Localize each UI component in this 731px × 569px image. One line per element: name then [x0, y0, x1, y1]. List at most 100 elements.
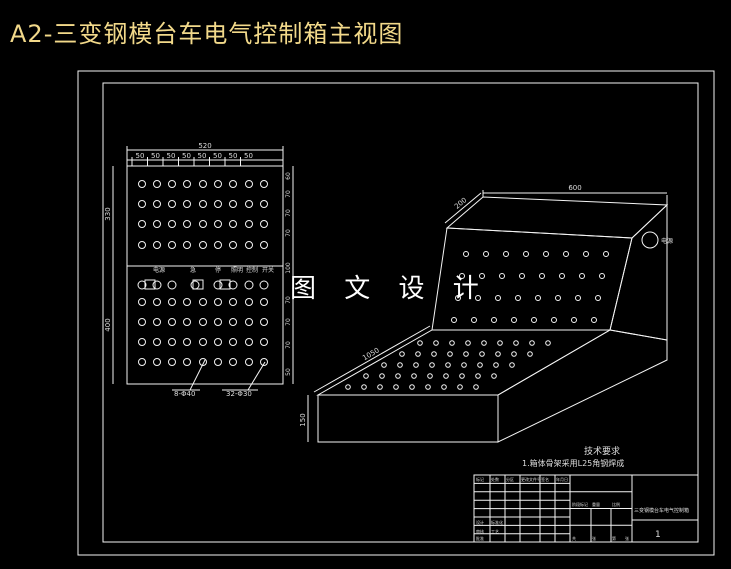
switch-hole [137, 280, 147, 290]
title-block-cell: 年月日 [556, 476, 568, 482]
iso-hole [363, 373, 369, 379]
title-block-cell: 批准 [476, 535, 484, 541]
panel-hole [214, 358, 222, 366]
iso-hole [381, 362, 387, 368]
label-light: 照明 [231, 267, 243, 274]
panel-hole [245, 180, 253, 188]
label-emergency: 急 [190, 266, 196, 274]
iso-hole [377, 384, 383, 390]
right-dim-label: 60 [285, 172, 292, 180]
iso-hole [571, 317, 577, 323]
iso-hole [459, 273, 465, 279]
panel-hole [260, 318, 268, 326]
switch-hole [190, 280, 200, 290]
panel-hole [138, 220, 146, 228]
panel-hole [199, 358, 207, 366]
iso-hole [511, 351, 517, 357]
right-dim-label: 70 [285, 190, 292, 198]
panel-hole [153, 358, 161, 366]
iso-power-switch [641, 231, 659, 249]
panel-hole [168, 358, 176, 366]
panel-hole [199, 241, 207, 249]
iso-top-face [445, 196, 669, 239]
panel-hole [199, 338, 207, 346]
iso-hole [599, 273, 605, 279]
iso-hole [397, 362, 403, 368]
panel-hole [229, 358, 237, 366]
iso-hole [511, 317, 517, 323]
iso-hole [477, 362, 483, 368]
iso-right-lower-face [497, 329, 668, 443]
switch-hole [244, 280, 254, 290]
panel-hole [245, 241, 253, 249]
title-block-cell: 处数 [491, 476, 499, 482]
watermark: 图 文 设 计 [290, 274, 489, 304]
panel-hole [153, 241, 161, 249]
switch-hole [152, 280, 162, 290]
panel-hole [214, 318, 222, 326]
iso-hole [475, 373, 481, 379]
iso-hole [379, 373, 385, 379]
iso-holes [345, 251, 609, 390]
title-block-cell: 更改文件号 [521, 476, 541, 482]
iso-hole [591, 317, 597, 323]
iso-hole [515, 295, 521, 301]
panel-hole [168, 200, 176, 208]
iso-hole [479, 273, 485, 279]
column-dim-label: 50 [244, 152, 253, 160]
panel-hole [168, 318, 176, 326]
iso-hole [491, 317, 497, 323]
right-dim-label: 100 [285, 262, 292, 274]
iso-side-face [609, 203, 668, 341]
drawing-title: A2-三变钢模台车电气控制箱主视图 [10, 20, 404, 48]
switch-hole [259, 280, 269, 290]
iso-hole [531, 317, 537, 323]
panel-hole [138, 200, 146, 208]
title-block-cell: 张 [592, 535, 596, 541]
iso-hole [457, 384, 463, 390]
iso-power-label: 电源 [661, 237, 673, 245]
isometric-view: 600 200 1050 150 电源 [299, 184, 673, 443]
iso-hole [425, 384, 431, 390]
iso-hole [483, 251, 489, 257]
right-dim-label: 50 [285, 368, 292, 376]
title-block-cell: 比例 [612, 501, 620, 507]
iso-hole [433, 340, 439, 346]
panel-hole [168, 241, 176, 249]
iso-hole [427, 373, 433, 379]
panel-hole [229, 180, 237, 188]
right-dim-label: 70 [285, 318, 292, 326]
front-view-lower-panel [126, 265, 284, 385]
panel-hole [214, 241, 222, 249]
panel-hole [168, 338, 176, 346]
iso-hole [413, 362, 419, 368]
label-switch: 开关 [262, 266, 274, 274]
iso-dim-slope [313, 325, 431, 393]
title-block-name: 三变钢模台车电气控制箱 [634, 507, 689, 514]
panel-hole [199, 298, 207, 306]
panel-hole [138, 180, 146, 188]
iso-dim-depth [444, 192, 482, 224]
panel-hole [245, 200, 253, 208]
iso-hole [545, 340, 551, 346]
title-block-cell: 签名 [541, 476, 549, 482]
panel-hole [229, 318, 237, 326]
iso-dim-top-length: 600 [568, 184, 581, 192]
title-block-cell: 设计 [476, 519, 484, 525]
iso-hole [445, 362, 451, 368]
iso-hole [503, 251, 509, 257]
panel-hole [138, 358, 146, 366]
panel-hole [138, 338, 146, 346]
title-block-cell: 工艺 [491, 529, 499, 534]
panel-hole [153, 220, 161, 228]
iso-hole [603, 251, 609, 257]
iso-hole [455, 295, 461, 301]
iso-hole [417, 340, 423, 346]
title-block-cell: 标准化 [491, 519, 503, 525]
iso-hole [361, 384, 367, 390]
iso-hole [491, 373, 497, 379]
panel-hole [153, 298, 161, 306]
panel-hole [183, 358, 191, 366]
panel-hole [183, 338, 191, 346]
switch-hole [228, 280, 238, 290]
